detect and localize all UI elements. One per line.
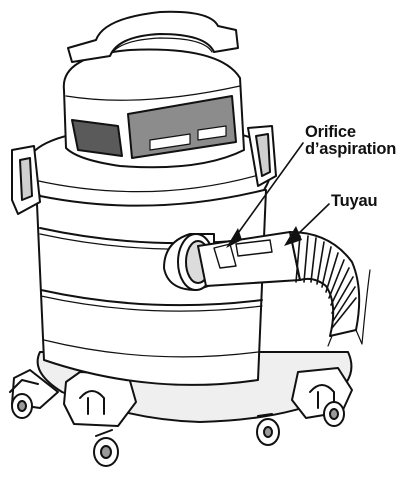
side-latches — [11, 125, 277, 215]
motor-head — [62, 48, 245, 169]
carry-handle — [67, 10, 239, 63]
arrow-orifice-icon — [226, 228, 242, 248]
callout-leaders — [226, 142, 330, 248]
callout-orifice-label: Orifice d’aspiration — [305, 124, 396, 158]
corrugated-hose — [289, 231, 371, 347]
hose-cuff — [197, 231, 301, 287]
arrow-tuyau-icon — [284, 226, 302, 246]
caster-wheels — [11, 393, 345, 467]
callout-orifice-line2: d’aspiration — [305, 140, 397, 158]
callout-hose-label: Tuyau — [331, 192, 378, 210]
callout-orifice-line1: Orifice — [305, 123, 356, 141]
